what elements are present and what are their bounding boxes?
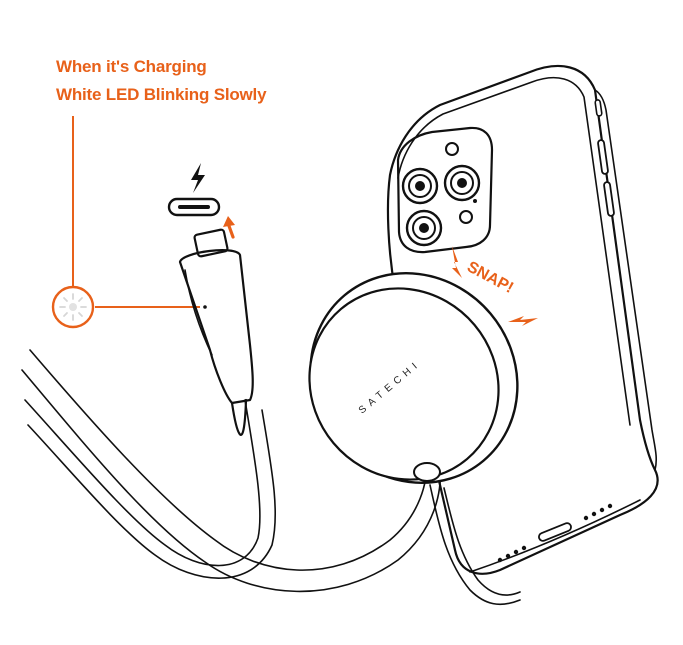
- snap-label: SNAP!: [464, 259, 516, 297]
- camera-module: [396, 126, 494, 254]
- camera-lens-1: [401, 167, 439, 205]
- camera-sensor: [459, 210, 473, 224]
- arrow-up-icon: [223, 216, 235, 239]
- magnetic-charger-puck: SATECHI: [308, 272, 519, 484]
- camera-mic: [473, 199, 477, 203]
- snap-bolt-icon-1: [452, 246, 462, 278]
- usb-c-plug: [178, 228, 254, 436]
- caption-charging: When it's Charging: [56, 57, 207, 76]
- led-indicator-icon: [51, 285, 95, 329]
- lightning-bolt-icon: [191, 163, 205, 193]
- led-leader-line: [72, 116, 200, 308]
- caption-led-blinking: White LED Blinking Slowly: [56, 85, 267, 104]
- usb-c-port-icon: [167, 197, 221, 217]
- charger-cable: [21, 349, 521, 606]
- camera-flash: [445, 142, 459, 156]
- snap-bolt-icon-2: [508, 316, 538, 326]
- camera-lens-3: [405, 209, 443, 247]
- camera-lens-2: [443, 164, 481, 202]
